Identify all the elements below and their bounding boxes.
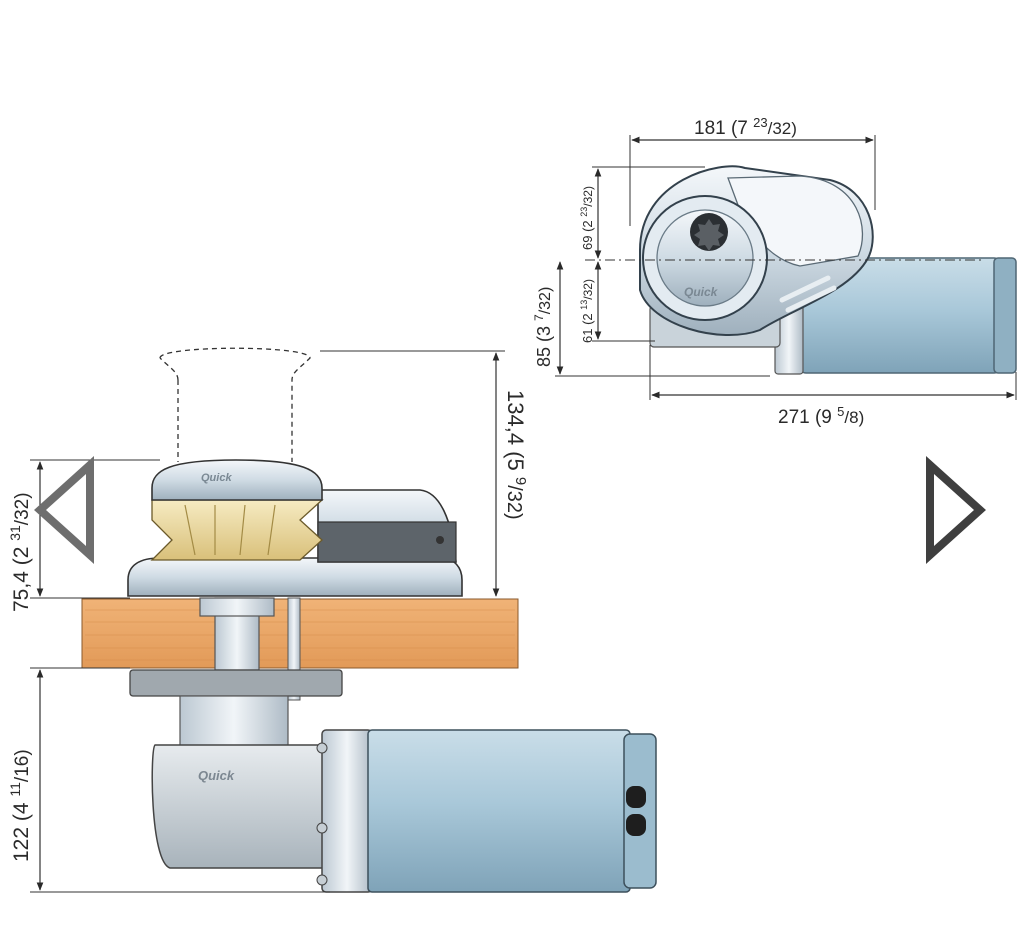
side-gearbox-neck <box>179 695 289 747</box>
side-rear-screw <box>436 536 444 544</box>
triangle-left-outline-icon <box>34 456 94 564</box>
side-motor-terminal <box>626 786 646 808</box>
side-motor-flange <box>321 729 373 893</box>
next-button[interactable] <box>920 455 990 565</box>
side-motor-body <box>367 729 631 893</box>
side-below-deck-label: 122 (4 11/16) <box>7 749 33 862</box>
top-length-label: 271 (9 5/8) <box>778 404 864 428</box>
side-total-height-label: 134,4 (5 9/32) <box>503 390 529 520</box>
top-view: Quick 181 (7 23/32) 69 (2 23/32) 61 (2 1… <box>532 115 1017 428</box>
side-rear-housing-band <box>317 521 457 563</box>
side-gypsy <box>150 499 324 561</box>
top-motor-endcap <box>993 257 1017 374</box>
side-view: Quick Quick 134,4 (5 9/32) <box>7 347 657 893</box>
side-gypsy-teeth <box>184 504 276 556</box>
side-gearbox <box>151 744 336 869</box>
side-shaft-collar <box>199 597 275 617</box>
side-motor-terminal <box>626 814 646 836</box>
side-under-flange <box>129 669 343 697</box>
top-logo: Quick <box>684 285 719 299</box>
side-top-cap <box>151 459 323 501</box>
previous-button[interactable] <box>30 455 100 565</box>
side-motor-endcap <box>623 733 657 889</box>
side-cap-logo: Quick <box>201 472 232 484</box>
side-base-plate <box>127 557 463 597</box>
top-width-label: 181 (7 23/32) <box>694 115 797 139</box>
side-gearbox-logo: Quick <box>198 768 235 783</box>
top-drum <box>656 209 754 307</box>
side-bolt <box>316 742 328 754</box>
side-bolt <box>316 822 328 834</box>
side-bolt <box>316 874 328 886</box>
top-lower-height-label: 61 (2 13/32) <box>579 279 595 343</box>
top-vent-slots <box>779 275 837 313</box>
triangle-right-outline-icon <box>926 456 986 564</box>
top-shaft-spline <box>694 219 724 251</box>
top-upper-height-label: 69 (2 23/32) <box>579 186 595 250</box>
side-above-deck-label: 75,4 (2 31/32) <box>7 492 33 612</box>
top-total-height-label: 85 (3 7/32) <box>532 287 554 367</box>
side-chain-pipe-outline <box>159 347 311 462</box>
